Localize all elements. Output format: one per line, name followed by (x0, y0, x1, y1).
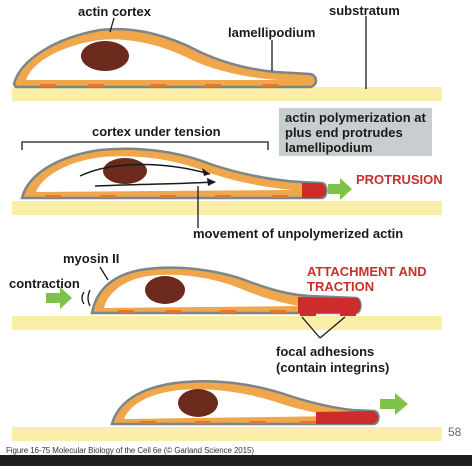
leader-actin-cortex (109, 17, 115, 33)
leader-myosin (99, 266, 109, 281)
flow-arrow-bottom-head (207, 178, 216, 186)
nucleus (178, 389, 218, 417)
actin-tip (316, 411, 378, 424)
callout-line2: plus end protrudes (285, 125, 403, 140)
adhesion-marks (40, 84, 278, 87)
contraction-arrow (46, 287, 72, 309)
label-cortex-under-tension: cortex under tension (92, 124, 221, 139)
label-lamellipodium: lamellipodium (228, 25, 316, 40)
bottom-bar (0, 455, 472, 466)
label-movement: movement of unpolymerized actin (193, 226, 404, 241)
adhesion-marks (45, 195, 288, 198)
nucleus (145, 276, 185, 304)
flow-arrow-top-head (202, 168, 210, 176)
label-substratum: substratum (329, 3, 400, 18)
flow-arrow-top (79, 163, 211, 177)
adhesion-marks (118, 310, 356, 316)
callout-line1: actin polymerization at (285, 110, 426, 125)
substratum-strip-4 (12, 427, 442, 441)
forward-arrow (380, 393, 408, 415)
cell-stage-2 (20, 147, 328, 200)
cell-stage-3 (81, 266, 362, 316)
label-attachment-line1: ATTACHMENT AND (307, 264, 427, 279)
actin-tip (302, 183, 326, 198)
cytoplasm (124, 389, 340, 419)
cell-stage-4 (110, 380, 380, 426)
substratum-strip-3 (12, 316, 442, 330)
contraction-wiggle (81, 289, 91, 307)
label-focal-line1: focal adhesions (276, 344, 375, 359)
label-contraction: contraction (9, 276, 80, 291)
leader-focal-2 (319, 316, 346, 339)
nucleus (81, 41, 129, 71)
adhesion-marks (140, 421, 316, 424)
page-number: 58 (448, 425, 462, 439)
figure-caption: Figure 16-75 Molecular Biology of the Ce… (6, 446, 254, 455)
callout-line3: lamellipodium (285, 140, 373, 155)
flow-arrow-bottom (94, 181, 216, 187)
leader-focal-1 (301, 316, 321, 339)
label-focal-line2: (contain integrins) (276, 360, 390, 375)
actin-tip (298, 297, 361, 313)
label-attachment-line2: TRACTION (307, 279, 375, 294)
label-protrusion: PROTRUSION (356, 172, 443, 187)
substratum-strip-2 (12, 201, 442, 215)
label-myosin: myosin II (63, 251, 120, 266)
label-actin-cortex: actin cortex (78, 4, 151, 19)
cytoplasm (36, 156, 292, 192)
substratum-strip-1 (12, 87, 442, 101)
protrusion-arrow (328, 178, 352, 200)
nucleus (103, 158, 147, 184)
callout-box: actin polymerization at plus end protrud… (279, 108, 432, 156)
tension-bracket (21, 141, 269, 150)
cell-stage-1 (12, 27, 318, 89)
